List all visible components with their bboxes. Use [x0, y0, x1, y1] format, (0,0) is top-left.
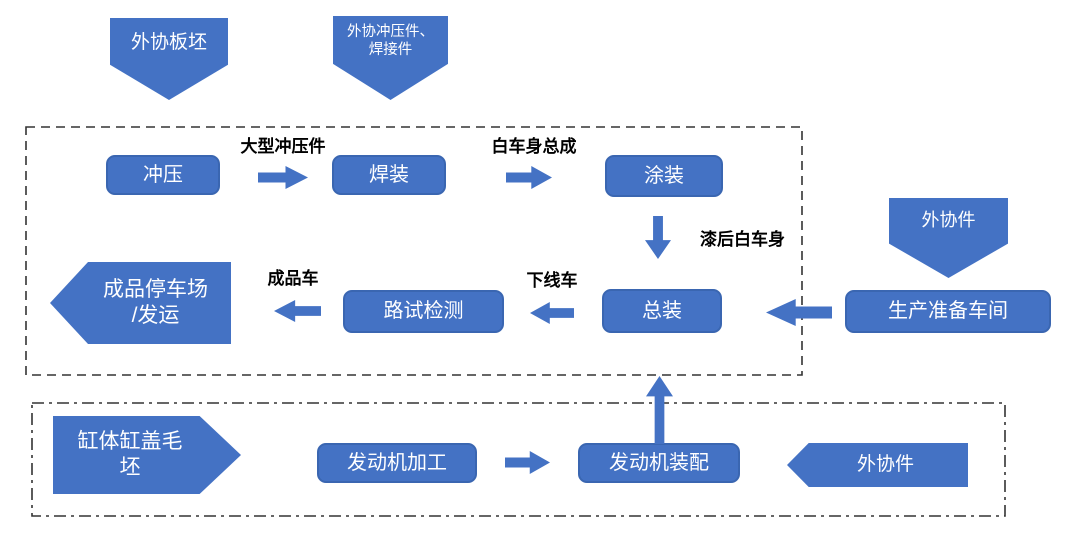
engine-plant-boundary — [31, 402, 1006, 517]
node-engine-assembly: 发动机装配 — [578, 443, 740, 483]
node-external-parts-engine: 外协件 — [787, 443, 968, 487]
flow-label-painted-body: 漆后白车身 — [700, 230, 785, 249]
vehicle-plant-boundary — [25, 126, 803, 376]
node-engine-machining: 发动机加工 — [317, 443, 477, 483]
node-road-test: 路试检测 — [343, 290, 504, 333]
node-painting: 涂装 — [605, 155, 723, 197]
node-assembly: 总装 — [602, 289, 722, 333]
flow-label-body-in-white: 白车身总成 — [491, 137, 577, 156]
node-welding: 焊装 — [332, 155, 446, 195]
node-finished-yard: 成品停车场 /发运 — [50, 262, 231, 344]
flow-label-offline-vehicle: 下线车 — [526, 271, 578, 290]
node-cylinder-blank: 缸体缸盖毛 坯 — [53, 416, 241, 494]
flow-label-large-stampings: 大型冲压件 — [240, 137, 326, 156]
node-prep-workshop: 生产准备车间 — [845, 290, 1051, 333]
flow-label-finished-vehicle: 成品车 — [267, 269, 319, 288]
node-stamping: 冲压 — [106, 155, 220, 195]
